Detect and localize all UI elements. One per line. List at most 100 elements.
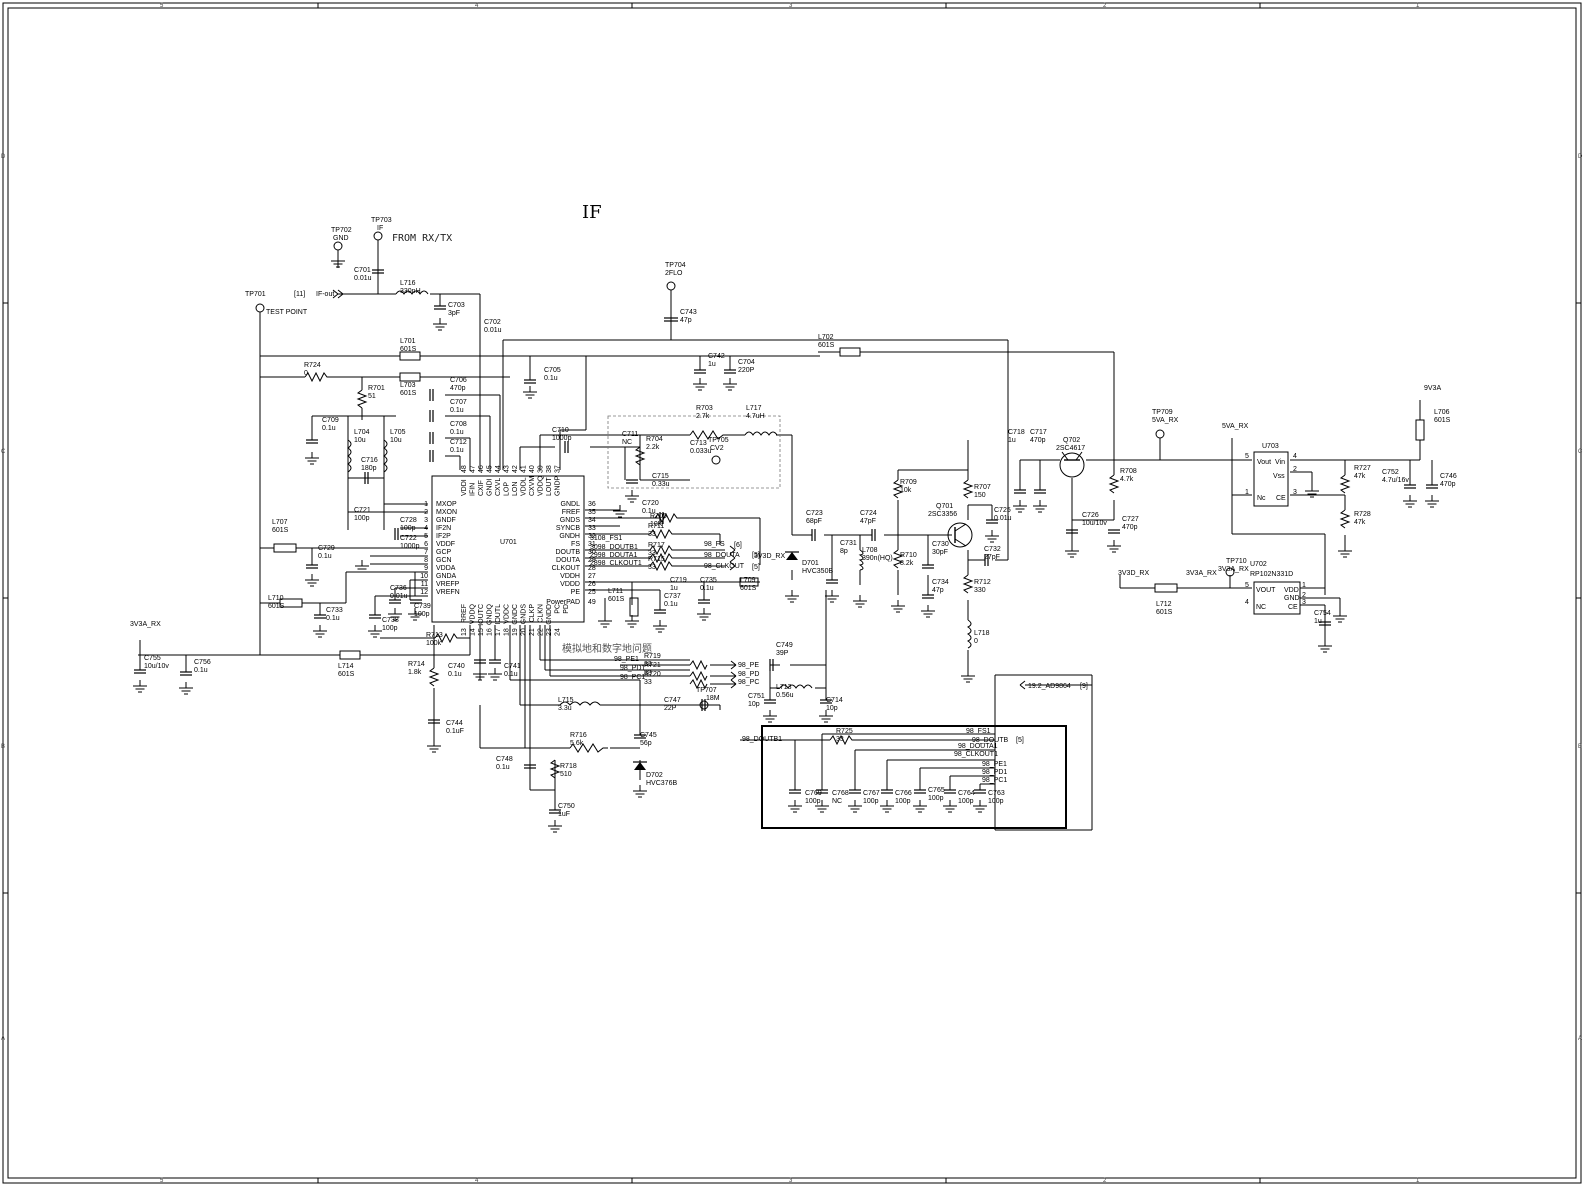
u701-pin-top-num-3: 45 — [487, 465, 494, 473]
q702-ref: Q702 — [1063, 437, 1080, 444]
r714-value: 1.8k — [408, 669, 422, 676]
r719-ref: R719 — [644, 653, 661, 660]
c744-value: 0.1uF — [446, 728, 464, 735]
net-98-fs1-bus: 98_FS1 — [966, 728, 991, 735]
u701-pin-bottom-num-5: 18 — [504, 628, 511, 636]
u701-pin-bottom-num-11: 24 — [555, 628, 562, 636]
u701-pin-bottom-num-9: 22 — [538, 628, 545, 636]
u701-pin-gcp: GCP — [436, 549, 452, 556]
c713-value: 0.033u — [690, 448, 712, 455]
c722-value: 1000p — [400, 543, 420, 550]
u702-val: RP102N331D — [1250, 571, 1293, 578]
u701-pin-vrefn: VREFN — [436, 589, 460, 596]
net-3v3d-rx-right: 3V3D_RX — [1118, 570, 1149, 577]
c735-ref: C735 — [700, 577, 717, 584]
c749-ref: C749 — [776, 642, 793, 649]
c739-value: 100p — [414, 611, 430, 618]
zone-row-d: D — [1, 154, 6, 160]
u703-pin-5: 5 — [1245, 453, 1249, 460]
c736-value: 0.01u — [390, 593, 408, 600]
zone-col-2-bottom: 2 — [1103, 1178, 1107, 1184]
l717-ref: L717 — [746, 405, 762, 412]
u701-pin-vdda: VDDA — [436, 565, 456, 572]
u701-pin-bottom-num-7: 20 — [521, 628, 528, 636]
u701-pin-top-num-6: 42 — [512, 465, 519, 473]
tp703-val: IF — [377, 225, 383, 232]
net-sheet-5a: [5] — [752, 552, 760, 559]
r725-ref: R725 — [836, 728, 853, 735]
c733-ref: C733 — [326, 607, 343, 614]
tp705-val: CV2 — [710, 445, 724, 452]
zone-row-b: B — [1, 744, 5, 750]
c763-value: 100p — [988, 798, 1004, 805]
r713-ref: R713 — [426, 632, 443, 639]
c741-ref: C741 — [504, 663, 521, 670]
l713-value: 0.56u — [776, 692, 794, 699]
watermark-text: 模拟地和数字地问题 — [562, 642, 652, 655]
l708-value: 390n(HQ) — [862, 555, 893, 562]
c734-value: 47p — [932, 587, 944, 594]
r712-value: 330 — [974, 587, 986, 594]
r728-ref: R728 — [1354, 511, 1371, 518]
u701-pin-top-3: GNDI — [487, 478, 494, 496]
u701-pin-top-6: LON — [512, 482, 519, 496]
u701-labels: U701 — [500, 539, 517, 546]
u701-pin-bottom-6: GNDC — [512, 604, 519, 625]
r705-ref: R705 — [650, 513, 667, 520]
wires — [138, 240, 1433, 831]
net-98-pe1: 98_PE1 — [614, 656, 639, 663]
l709-ref: L709 — [740, 577, 756, 584]
net-98-douta1-bus: 98_DOUTA1 — [958, 743, 998, 750]
u701-pin-num-36: 36 — [588, 501, 596, 508]
zone-col-5-bottom: 5 — [160, 1178, 164, 1184]
u701-pin-num-7: 7 — [424, 549, 428, 556]
net-2998-douta1: 2998_DOUTA1 — [590, 552, 637, 559]
u701-top-pins: VDDI48IFIN47CXIF46GNDI45CXVL44LOP43LON42… — [461, 465, 562, 496]
u701-pin-top-num-1: 47 — [470, 465, 477, 473]
u701-pin-num-27: 27 — [588, 573, 596, 580]
l718-ref: L718 — [974, 630, 990, 637]
q702-val: 2SC4617 — [1056, 445, 1085, 452]
u701-pin-bottom-num-6: 19 — [512, 628, 519, 636]
c731-value: 8p — [840, 548, 848, 555]
u701-pin-if2p: IF2P — [436, 533, 451, 540]
net-98-fs: 98_FS — [704, 541, 725, 548]
u701-pin-vddh: VDDH — [560, 573, 580, 580]
u701-pin-top-num-2: 46 — [478, 465, 485, 473]
c745-value: 56p — [640, 740, 652, 747]
r720-ref: R720 — [644, 671, 661, 678]
u701-pin-vddd: VDDD — [560, 581, 580, 588]
u701-pin-top-9: VDDQ — [538, 475, 545, 496]
c722-ref: C722 — [400, 535, 417, 542]
c752-value: 4.7u/16v — [1382, 477, 1409, 484]
r727-ref: R727 — [1354, 465, 1371, 472]
u702-pin-nc: NC — [1256, 604, 1266, 611]
c767-value: 100p — [863, 798, 879, 805]
u701-pin-gndf: GNDF — [436, 517, 456, 524]
c716-value: 180p — [361, 465, 377, 472]
c764-ref: C764 — [958, 790, 975, 797]
net-3v3a-rx-right: 3V3A_RX — [1186, 570, 1217, 577]
l710-value: 601S — [268, 603, 285, 610]
net-98-pc1-bus: 98_PC1 — [982, 777, 1007, 784]
l703-ref: L703 — [400, 382, 416, 389]
r714-ref: R714 — [408, 661, 425, 668]
net-98-douta: 98_DOUTA — [704, 552, 740, 559]
tp705-ref: TP705 — [708, 437, 729, 444]
u701-pin-num-6: 6 — [424, 541, 428, 548]
u702-body — [1253, 581, 1301, 615]
u701-pin-top-num-5: 43 — [504, 465, 511, 473]
u702-pin-gnd: GND — [1284, 595, 1300, 602]
c765-ref: C765 — [928, 787, 945, 794]
tp709-val: 5VA_RX — [1152, 417, 1179, 424]
r727-value: 47k — [1354, 473, 1366, 480]
u701-pin-num-35: 35 — [588, 509, 596, 516]
u701-pin-num-25: 25 — [588, 589, 596, 596]
u702-pin-vout: VOUT — [1256, 587, 1276, 594]
u701-pin-fs: FS — [571, 541, 580, 548]
zone-row-a-right: A — [1578, 1036, 1582, 1042]
tp701-val: TEST POINT — [266, 309, 308, 316]
c707-ref: C707 — [450, 399, 467, 406]
zone-col-1-bottom: 1 — [1416, 1178, 1420, 1184]
